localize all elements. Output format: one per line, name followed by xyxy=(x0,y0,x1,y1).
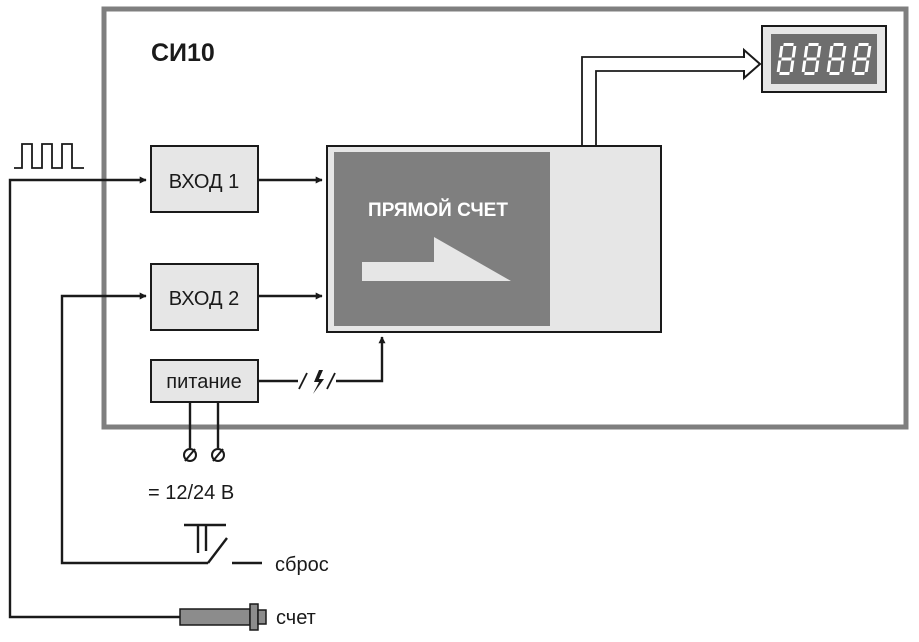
wire-count-input xyxy=(8,176,180,619)
wire-reset-input xyxy=(60,292,176,565)
led-display xyxy=(761,25,887,93)
display-digit xyxy=(851,43,872,75)
supply-voltage-label: = 12/24 В xyxy=(148,482,234,504)
display-segment xyxy=(831,57,842,61)
power-label: питание xyxy=(166,371,241,393)
display-segment xyxy=(829,72,840,75)
display-segment xyxy=(858,43,869,46)
display-segment xyxy=(803,46,809,58)
display-segment xyxy=(783,43,794,46)
display-segment xyxy=(808,43,819,46)
display-segment xyxy=(789,60,795,72)
display-digit xyxy=(801,43,822,75)
input1-block: ВХОД 1 xyxy=(150,145,259,213)
display-segment xyxy=(866,46,872,58)
device-title: СИ10 xyxy=(151,39,215,67)
display-segment xyxy=(776,60,782,72)
display-segment xyxy=(779,72,790,75)
display-segment xyxy=(804,72,815,75)
display-segment xyxy=(806,57,817,61)
display-segment xyxy=(826,60,832,72)
display-segment xyxy=(801,60,807,72)
display-segment xyxy=(839,60,845,72)
pulse-signal-icon xyxy=(14,143,84,169)
display-segment xyxy=(778,46,784,58)
display-segment xyxy=(841,46,847,58)
display-digits xyxy=(776,43,872,75)
display-segment xyxy=(828,46,834,58)
count-label: счет xyxy=(276,607,316,629)
display-segment xyxy=(781,57,792,61)
display-segment xyxy=(814,60,820,72)
supply-terminals xyxy=(183,402,225,462)
display-digit xyxy=(776,43,797,75)
display-digit xyxy=(826,43,847,75)
display-segment xyxy=(851,60,857,72)
display-segment xyxy=(791,46,797,58)
isolation-lightning-icon xyxy=(313,370,324,394)
input2-label: ВХОД 2 xyxy=(169,288,239,310)
terminal-screw-icon xyxy=(183,448,197,462)
display-segment xyxy=(833,43,844,46)
count-sensor-icon xyxy=(179,603,267,631)
reset-switch-icon xyxy=(176,523,262,565)
count-up-arrow-icon xyxy=(362,237,511,281)
display-segment xyxy=(856,57,867,61)
display-segment xyxy=(816,46,822,58)
power-block: питание xyxy=(150,359,259,403)
display-segment xyxy=(853,46,859,58)
display-segment xyxy=(854,72,865,75)
terminal-screw-icon xyxy=(211,448,225,462)
power-supply-link xyxy=(258,336,386,394)
reset-label: сброс xyxy=(275,554,329,576)
input1-label: ВХОД 1 xyxy=(169,171,239,193)
input2-block: ВХОД 2 xyxy=(150,263,259,331)
mode-label: ПРЯМОЙ СЧЕТ xyxy=(368,199,508,221)
display-segment xyxy=(864,60,870,72)
output-double-arrow xyxy=(581,47,762,146)
mode-panel xyxy=(334,152,550,326)
counter-block: ПРЯМОЙ СЧЕТ xyxy=(326,145,662,333)
